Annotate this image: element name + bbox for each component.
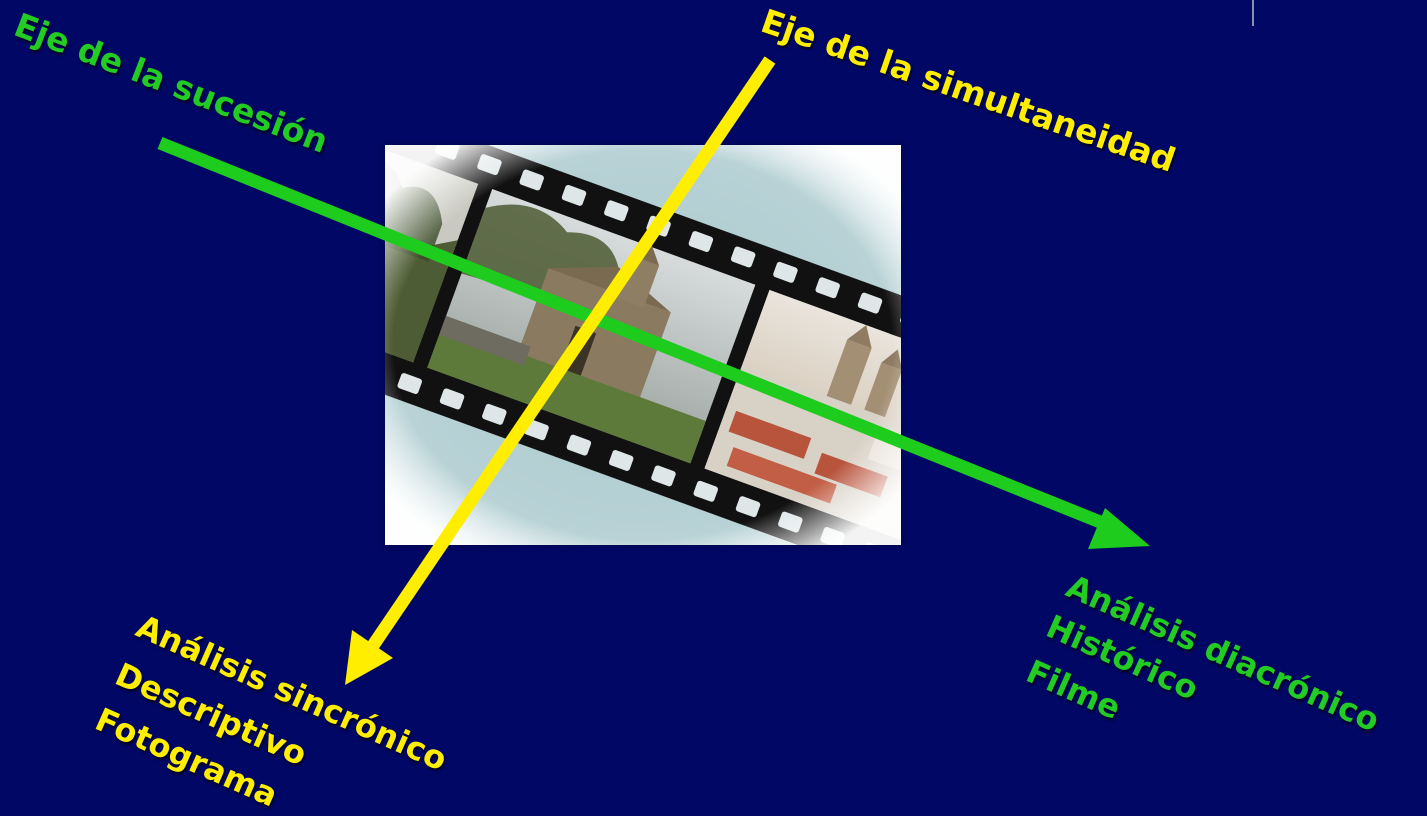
succession-axis-arrow <box>157 136 1150 549</box>
slide-edge-marker <box>1252 0 1254 26</box>
simultaneity-axis-arrow <box>345 56 776 685</box>
